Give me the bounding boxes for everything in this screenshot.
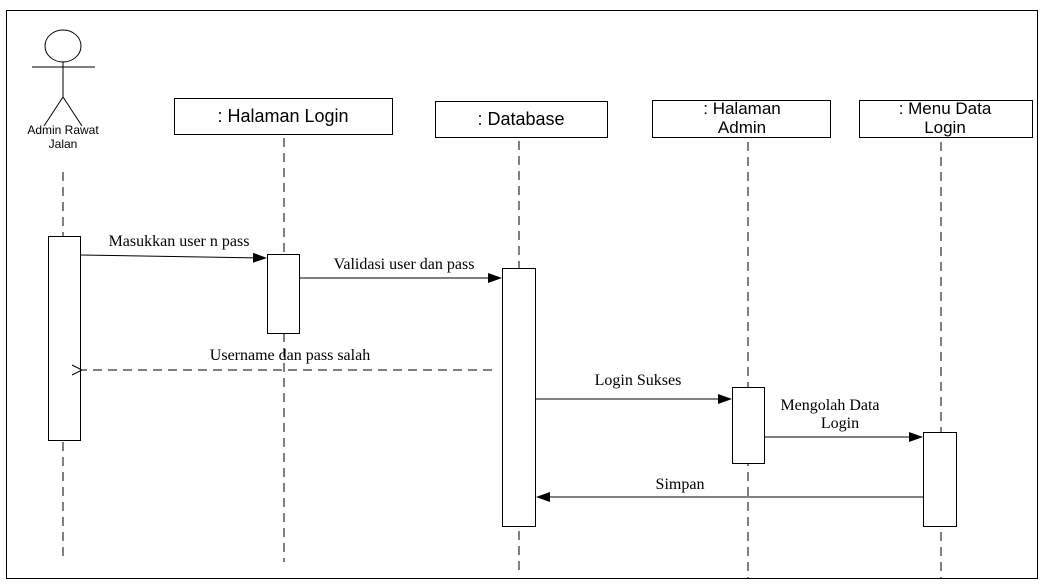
- message-label-simpan: Simpan: [656, 476, 705, 493]
- lifeline-box-menu-data-login: [859, 100, 1033, 138]
- message-label-username-salah: Username dan pass salah: [210, 347, 370, 364]
- lifeline-box-database: [435, 101, 608, 138]
- message-label-validasi: Validasi user dan pass: [334, 256, 475, 273]
- activation-bar-database: [502, 268, 536, 527]
- message-label-login-sukses: Login Sukses: [595, 372, 682, 389]
- diagram-border: [6, 10, 1038, 579]
- actor-head-icon: [44, 29, 82, 63]
- lifeline-label-menu-data-login-line1: : Menu Data: [899, 99, 992, 118]
- actor-left-leg: [43, 96, 64, 127]
- actor-name-line2: Jalan: [49, 137, 78, 151]
- message-label-mengolah-line2: Login: [821, 415, 859, 432]
- activation-bar-halaman-admin: [732, 387, 765, 464]
- activation-bar-menu-data-login: [923, 432, 957, 527]
- actor-name-line1: Admin Rawat: [27, 123, 99, 137]
- message-label-mengolah-line1: Mengolah Data: [780, 397, 879, 414]
- lifeline-label-halaman-admin-line2: Admin: [718, 118, 766, 137]
- message-label-masukkan: Masukkan user n pass: [109, 233, 250, 250]
- lifeline-label-menu-data-login-line2: Login: [924, 118, 966, 137]
- message-arrow-masukkan: [80, 252, 267, 263]
- lifeline-box-halaman-login: [174, 98, 393, 135]
- activation-bar-actor: [48, 236, 81, 441]
- actor-right-leg: [62, 96, 83, 127]
- lifeline-box-halaman-admin: [652, 100, 831, 138]
- lifeline-label-halaman-login: : Halaman Login: [217, 106, 348, 126]
- actor-admin-rawat-jalan: [32, 29, 95, 127]
- lifeline-label-database: : Database: [477, 109, 564, 129]
- lifeline-label-halaman-admin-line1: : Halaman: [703, 99, 780, 118]
- activation-bar-halaman-login: [267, 254, 300, 334]
